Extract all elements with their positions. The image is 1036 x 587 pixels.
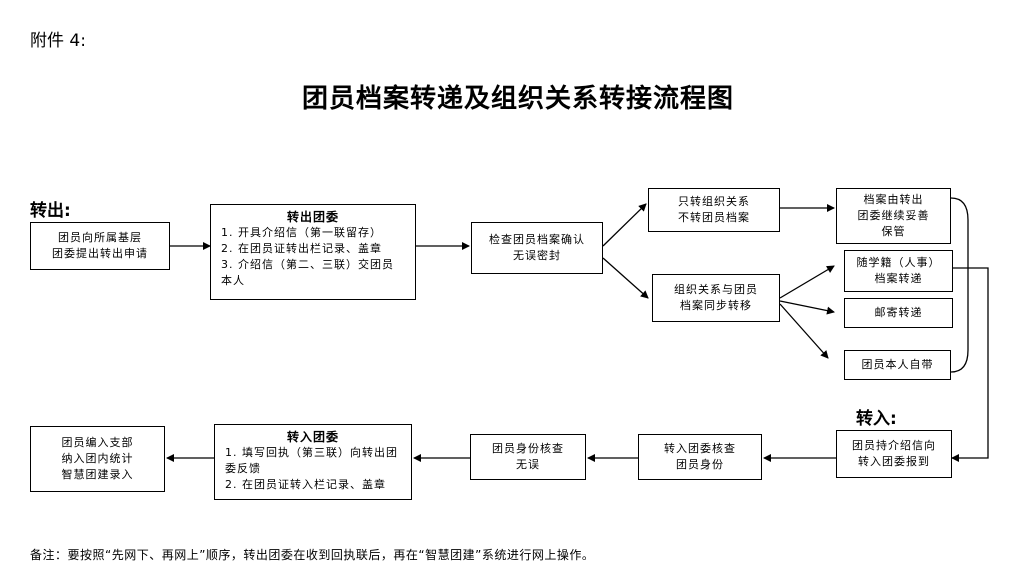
- box-in-committee: 转入团委 1. 填写回执（第三联）向转出团委反馈 2. 在团员证转入栏记录、盖章: [214, 424, 412, 500]
- arrow-sync-to-self: [779, 303, 829, 359]
- footer-note: 备注：要按照“先网下、再网上”顺序，转出团委在收到回执联后，再在“智慧团建”系统…: [30, 548, 595, 562]
- box-report-line-2: 转入团委报到: [858, 455, 930, 468]
- box-out-committee: 转出团委 1. 开具介绍信（第一联留存） 2. 在团员证转出栏记录、盖章 3. …: [210, 204, 416, 300]
- box-out-committee-title: 转出团委: [286, 210, 339, 224]
- arrow-check-to-org-only: [602, 203, 647, 247]
- box-org-only-line-2: 不转团员档案: [678, 211, 750, 224]
- box-sync: 组织关系与团员 档案同步转移: [652, 274, 780, 322]
- box-sync-line-2: 档案同步转移: [680, 299, 752, 312]
- arrow-transfer-down: [951, 267, 989, 462]
- arrow-sync-to-mail: [779, 300, 835, 315]
- box-check-line-2: 无误密封: [513, 249, 561, 262]
- bracket-right: [950, 197, 969, 373]
- arrow-sync-to-hr: [779, 265, 835, 299]
- attachment-label: 附件 4:: [30, 31, 86, 51]
- box-report-line-1: 团员持介绍信向: [852, 439, 936, 452]
- box-self-line-1: 团员本人自带: [861, 358, 934, 371]
- box-report: 团员持介绍信向 转入团委报到: [836, 430, 952, 478]
- box-ok: 团员身份核查 无误: [470, 434, 586, 480]
- box-ok-line-2: 无误: [516, 458, 540, 471]
- box-org-only: 只转组织关系 不转团员档案: [648, 188, 780, 232]
- box-keep: 档案由转出 团委继续妥善 保管: [836, 188, 951, 244]
- box-enroll-line-1: 团员编入支部: [61, 436, 134, 449]
- box-self: 团员本人自带: [844, 350, 951, 380]
- box-apply-line-1: 团员向所属基层: [58, 231, 142, 244]
- box-mail: 邮寄转递: [844, 298, 953, 328]
- page-title: 团员档案转递及组织关系转接流程图: [301, 84, 734, 114]
- box-in-committee-item-1: 1. 填写回执（第三联）向转出团委反馈: [225, 446, 398, 475]
- arrow-check-to-sync: [602, 257, 649, 299]
- box-keep-line-3: 保管: [881, 225, 906, 238]
- box-org-only-line-1: 只转组织关系: [678, 195, 750, 208]
- box-out-committee-item-1: 1. 开具介绍信（第一联留存）: [221, 226, 382, 239]
- box-verify-line-1: 转入团委核查: [664, 442, 736, 455]
- box-sync-line-1: 组织关系与团员: [674, 283, 758, 296]
- box-hr-line-2: 档案转递: [874, 272, 923, 285]
- box-enroll-line-3: 智慧团建录入: [61, 468, 134, 481]
- box-keep-line-1: 档案由转出: [863, 193, 924, 206]
- section-label-in: 转入:: [856, 409, 897, 429]
- box-apply-line-2: 团委提出转出申请: [52, 247, 148, 260]
- box-in-committee-title: 转入团委: [286, 430, 339, 444]
- box-keep-line-2: 团委继续妥善: [857, 209, 930, 222]
- box-verify: 转入团委核查 团员身份: [638, 434, 762, 480]
- section-label-out: 转出:: [30, 201, 71, 221]
- box-check: 检查团员档案确认 无误密封: [471, 222, 603, 274]
- box-verify-line-2: 团员身份: [676, 458, 724, 471]
- box-ok-line-1: 团员身份核查: [492, 442, 564, 455]
- box-out-committee-item-3: 3. 介绍信（第二、三联）交团员本人: [221, 258, 394, 287]
- box-mail-line-1: 邮寄转递: [874, 306, 923, 319]
- box-enroll: 团员编入支部 纳入团内统计 智慧团建录入: [30, 426, 165, 492]
- box-apply: 团员向所属基层 团委提出转出申请: [30, 222, 170, 270]
- box-hr-line-1: 随学籍（人事）: [856, 256, 941, 269]
- box-in-committee-item-2: 2. 在团员证转入栏记录、盖章: [225, 478, 386, 491]
- box-check-line-1: 检查团员档案确认: [489, 233, 585, 246]
- box-out-committee-item-2: 2. 在团员证转出栏记录、盖章: [221, 242, 382, 255]
- box-hr: 随学籍（人事） 档案转递: [844, 250, 953, 292]
- box-enroll-line-2: 纳入团内统计: [61, 452, 134, 465]
